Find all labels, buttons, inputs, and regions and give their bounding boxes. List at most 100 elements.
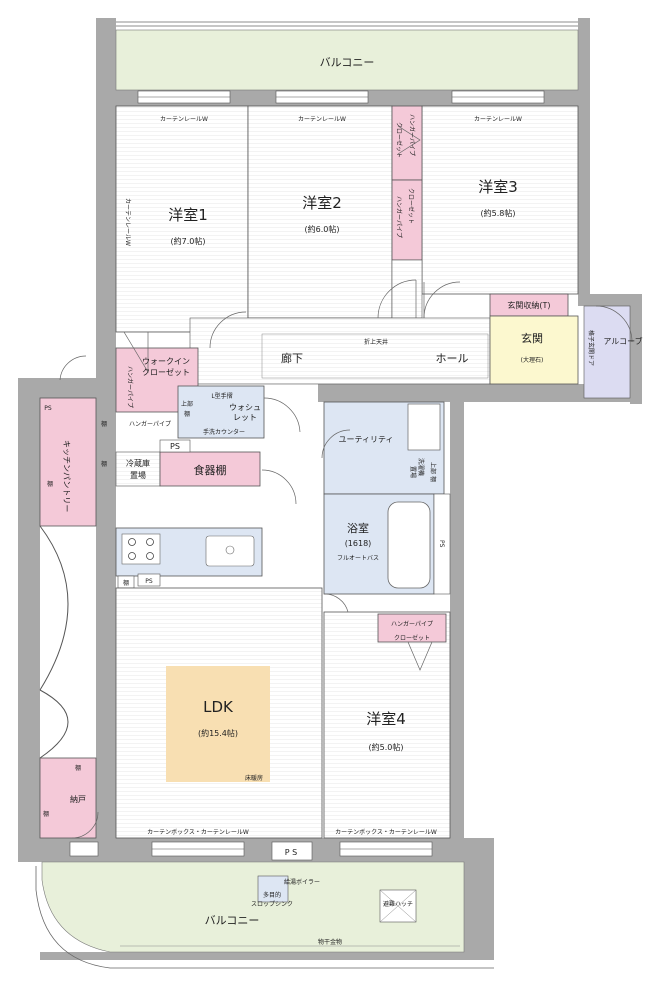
ldk-name: LDK bbox=[203, 698, 234, 716]
room2-size: (約6.0帖) bbox=[305, 224, 340, 234]
fold-ceiling: 折上天井 bbox=[364, 338, 388, 346]
wall-left-upper bbox=[96, 18, 116, 378]
multi-sink-label-2: スロップシンク bbox=[251, 901, 293, 908]
room3-floor bbox=[421, 105, 579, 295]
escape-hatch-label: 避難ハッチ bbox=[383, 900, 413, 908]
room4-name: 洋室4 bbox=[366, 710, 406, 728]
wall-right-bottom bbox=[464, 842, 494, 960]
washlet-label-2: レット bbox=[233, 413, 257, 422]
ps-shaft-bath bbox=[433, 493, 451, 595]
fridge-label-2: 置場 bbox=[130, 470, 146, 480]
wall-right-lower bbox=[450, 384, 464, 854]
entrance-name: 玄関 bbox=[521, 331, 543, 345]
wall-right-upper bbox=[578, 18, 590, 296]
door-label: 格子玄関ドア bbox=[587, 330, 595, 366]
toilet bbox=[177, 385, 265, 439]
entrance-storage-label: 玄関収納(T) bbox=[507, 300, 550, 310]
pantry-shelf-3: 棚 bbox=[47, 480, 53, 488]
utility-shelf: 棚 bbox=[429, 476, 437, 482]
fridge-label-1: 冷蔵庫 bbox=[126, 458, 150, 468]
room2-floor bbox=[247, 105, 393, 319]
ps-label-balcony: P S bbox=[285, 848, 297, 857]
fridge-area bbox=[115, 451, 161, 487]
hall-label: ホール bbox=[436, 352, 469, 365]
kitchen-pantry bbox=[39, 397, 97, 527]
room2-name: 洋室2 bbox=[302, 194, 342, 212]
multi-sink-label-1: 多目的 bbox=[263, 891, 281, 899]
hand-wash-label: 手洗カウンター bbox=[203, 428, 245, 436]
alcove bbox=[583, 305, 631, 399]
walk-in-closet-label-2: クローゼット bbox=[142, 367, 190, 377]
ps-label-toilet: PS bbox=[170, 442, 180, 451]
storage-shelf-2: 棚 bbox=[43, 810, 49, 818]
kitchen-shelf: 棚 bbox=[123, 579, 129, 587]
closet-room3 bbox=[391, 179, 423, 261]
laundry-label-1: 洗濯機 bbox=[417, 458, 425, 476]
wall-right-step bbox=[578, 294, 642, 306]
closet-room4-label: クローゼット bbox=[394, 634, 430, 642]
room3-name: 洋室3 bbox=[478, 178, 518, 196]
bath-spec: (1618) bbox=[345, 539, 372, 548]
corridor-hall bbox=[189, 317, 491, 385]
ps-label-kitchen: PS bbox=[145, 578, 153, 585]
ldk-floor-heating bbox=[166, 666, 270, 782]
corridor-label: 廊下 bbox=[281, 351, 303, 365]
curtain-box-room4: カーテンボックス・カーテンレールW bbox=[335, 828, 437, 836]
entrance-floor bbox=[489, 315, 579, 385]
wall-left-inner bbox=[96, 378, 116, 848]
room4-size: (約5.0帖) bbox=[369, 742, 404, 752]
balcony-top-label: バルコニー bbox=[320, 56, 375, 69]
wall-entrance-bottom bbox=[318, 384, 642, 402]
entrance-floor-label: (大理石) bbox=[521, 356, 544, 364]
utility-top-shelf: 上部 bbox=[429, 462, 437, 474]
ldk-floor-heating-label: 床暖房 bbox=[245, 774, 263, 782]
closet-room2-label: クローゼット bbox=[395, 122, 403, 158]
hanger-pipe-room3: ハンガーパイプ bbox=[395, 196, 403, 238]
alcove-label: アルコーブ bbox=[603, 336, 642, 346]
ps-label-pantry: PS bbox=[44, 405, 52, 412]
dish-shelf-label: 食器棚 bbox=[194, 463, 227, 477]
top-shelf-label-2: 棚 bbox=[184, 410, 190, 418]
bath-type: フルオートバス bbox=[337, 555, 379, 562]
top-windows bbox=[137, 90, 545, 104]
hot-water-label: 給湯ボイラー bbox=[284, 878, 320, 886]
curtain-rail-3: カーテンレールW bbox=[474, 116, 522, 123]
wall-bottom-edge bbox=[40, 952, 494, 960]
ps-label-bath: PS bbox=[438, 540, 445, 548]
ldk-size: (約15.4帖) bbox=[198, 728, 238, 738]
washlet-label-1: ウォシュ bbox=[229, 403, 261, 412]
storage-shelf-1: 棚 bbox=[75, 764, 81, 772]
bathtub bbox=[387, 501, 431, 589]
balcony-top bbox=[115, 29, 579, 91]
storage-label: 納戸 bbox=[70, 794, 86, 804]
hanger-pipe-wic-h: ハンガーパイプ bbox=[129, 420, 171, 428]
top-shelf-label-1: 上部 bbox=[181, 400, 193, 408]
bath-name: 浴室 bbox=[347, 521, 369, 535]
curtain-box-ldk: カーテンボックス・カーテンレールW bbox=[147, 828, 249, 836]
room3-size: (約5.8帖) bbox=[481, 208, 516, 218]
wall-left-edge bbox=[18, 378, 40, 838]
room1-name: 洋室1 bbox=[168, 206, 208, 224]
storage-room bbox=[39, 757, 97, 839]
balcony-bottom bbox=[41, 861, 465, 953]
kitchen-pantry-label: キッチンパントリー bbox=[62, 440, 71, 512]
closet-room3-label: クローゼット bbox=[407, 188, 415, 224]
walk-in-closet-label-1: ウォークイン bbox=[142, 357, 190, 366]
curtain-rail-side: カーテンレールW bbox=[124, 198, 131, 246]
balcony-bottom-label: バルコニー bbox=[205, 914, 260, 927]
l-handrail-label: L型手摺 bbox=[211, 392, 232, 400]
wall-left-pantry bbox=[18, 378, 116, 398]
laundry-label-2: 置場 bbox=[409, 466, 417, 478]
pantry-shelf-2: 棚 bbox=[101, 460, 107, 468]
hanger-pipe-wic-v: ハンガーパイプ bbox=[126, 366, 134, 408]
hanger-pipe-room4: ハンガーパイプ bbox=[391, 620, 433, 628]
hanger-pipe-room2: ハンガーパイプ bbox=[408, 114, 416, 156]
wall-right-far bbox=[630, 294, 642, 404]
curtain-rail-1: カーテンレールW bbox=[160, 116, 208, 123]
drying-rod-label: 物干金物 bbox=[318, 938, 342, 946]
dish-shelf bbox=[159, 451, 261, 487]
utility-label: ユーティリティ bbox=[338, 435, 393, 444]
room1-size: (約7.0帖) bbox=[171, 236, 206, 246]
vanity bbox=[407, 403, 441, 451]
